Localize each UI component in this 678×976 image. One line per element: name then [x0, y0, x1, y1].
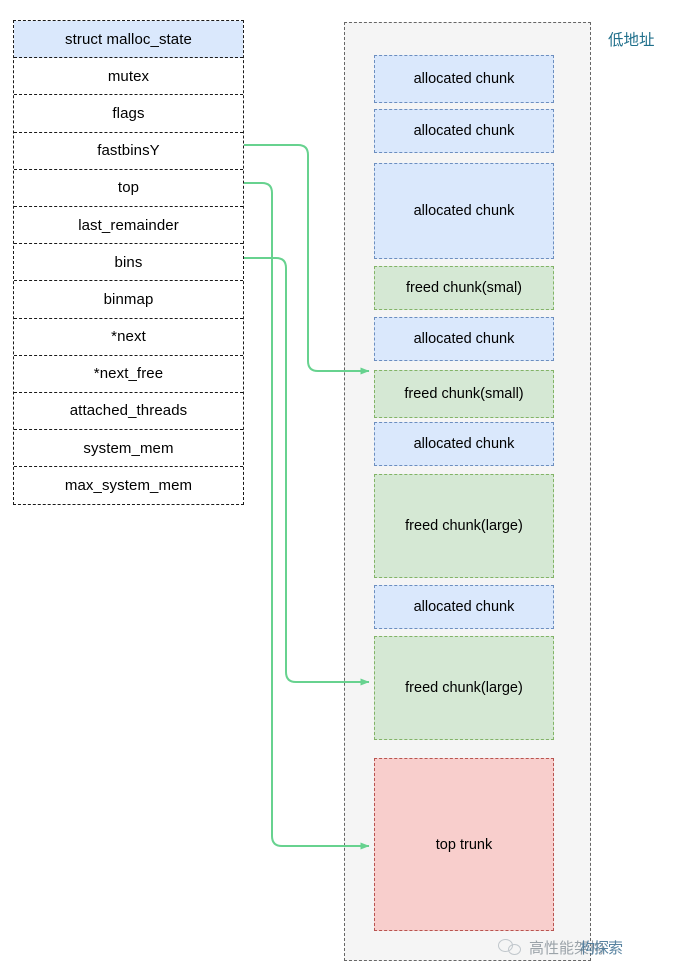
struct-field-system-mem: system_mem	[14, 430, 243, 468]
low-address-label: 低地址	[608, 31, 655, 49]
heap-chunk-label: allocated chunk	[413, 436, 515, 452]
struct-field-max-system-mem: max_system_mem	[14, 467, 243, 505]
heap-chunk-freed-large-2: freed chunk(large)	[374, 636, 554, 740]
watermark-text: 高性能架构	[529, 938, 605, 957]
heap-chunk-allocated-4: allocated chunk	[374, 317, 554, 361]
heap-chunk-label: allocated chunk	[413, 203, 515, 219]
heap-chunk-label: allocated chunk	[413, 599, 515, 615]
struct-field-label: top	[117, 179, 140, 197]
heap-chunk-allocated-1: allocated chunk	[374, 55, 554, 103]
struct-field-label: flags	[112, 104, 145, 122]
heap-chunk-label: allocated chunk	[413, 123, 515, 139]
struct-field-next-free: *next_free	[14, 355, 243, 393]
struct-field-top: top	[14, 169, 243, 207]
heap-chunk-label: freed chunk(large)	[405, 518, 523, 534]
heap-chunk-allocated-2: allocated chunk	[374, 109, 554, 153]
struct-malloc-state-table: struct malloc_state mutex flags fastbins…	[13, 20, 244, 506]
struct-field-label: mutex	[107, 67, 150, 85]
struct-field-bins: bins	[14, 244, 243, 282]
struct-field-attached-threads: attached_threads	[14, 392, 243, 431]
heap-chunk-allocated-3: allocated chunk	[374, 163, 554, 259]
struct-field-label: last_remainder	[78, 216, 179, 234]
struct-field-binmap: binmap	[14, 281, 243, 319]
heap-chunk-allocated-6: allocated chunk	[374, 585, 554, 629]
struct-field-label: system_mem	[83, 439, 174, 457]
wechat-logo-icon	[498, 937, 524, 957]
heap-chunk-label: freed chunk(small)	[404, 386, 524, 402]
heap-chunk-freed-large-1: freed chunk(large)	[374, 474, 554, 578]
struct-field-next: *next	[14, 318, 243, 356]
heap-chunk-label: freed chunk(large)	[405, 680, 523, 696]
struct-field-flags: flags	[14, 95, 243, 133]
heap-chunk-freed-small-1: freed chunk(smal)	[374, 266, 554, 310]
heap-chunk-label: freed chunk(smal)	[405, 280, 523, 296]
wechat-watermark: 高性能架构 构探索	[498, 932, 676, 962]
heap-chunk-freed-small-2: freed chunk(small)	[374, 370, 554, 418]
struct-field-last-remainder: last_remainder	[14, 206, 243, 245]
struct-field-fastbinsY: fastbinsY	[14, 132, 243, 170]
heap-chunk-label: allocated chunk	[413, 71, 515, 87]
struct-field-label: bins	[114, 253, 143, 271]
struct-field-label: binmap	[103, 290, 154, 308]
heap-chunk-label: allocated chunk	[413, 331, 515, 347]
struct-field-label: fastbinsY	[97, 142, 160, 160]
heap-chunk-top-trunk: top trunk	[374, 758, 554, 931]
heap-chunk-allocated-5: allocated chunk	[374, 422, 554, 466]
struct-field-label: max_system_mem	[64, 477, 193, 495]
watermark-overlay-text: 构探索	[580, 939, 623, 957]
struct-field-mutex: mutex	[14, 58, 243, 96]
heap-chunk-label: top trunk	[435, 836, 493, 853]
heap-arena-container: allocated chunk allocated chunk allocate…	[344, 22, 591, 961]
struct-table-header: struct malloc_state	[14, 21, 243, 59]
struct-table-header-label: struct malloc_state	[65, 30, 192, 48]
struct-field-label: *next_free	[93, 365, 164, 383]
struct-field-label: *next	[111, 328, 146, 346]
struct-field-label: attached_threads	[69, 402, 188, 420]
